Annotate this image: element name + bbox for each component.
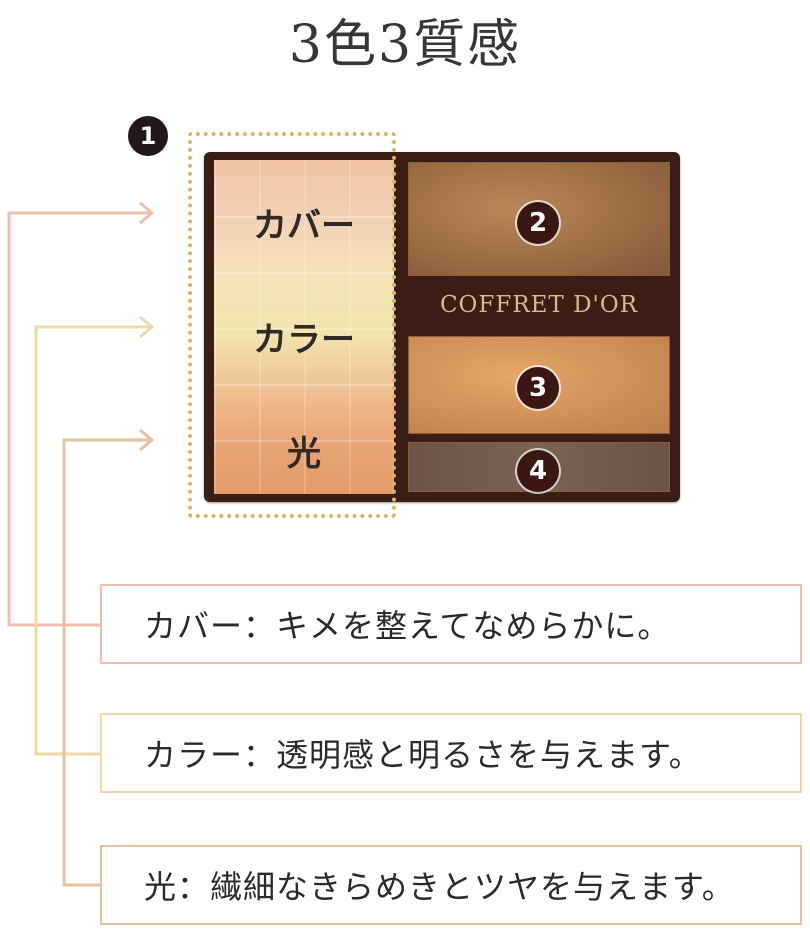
badge-4: 4 [517,450,559,492]
badge-1: 1 [128,116,168,156]
badge-3: 3 [517,367,559,409]
page-title: 3色3質感 [288,15,522,75]
cover-connector [7,211,150,627]
highlight-pan: カバー カラー 光 [214,160,394,494]
tile-divider [214,272,394,274]
badge-2: 2 [517,202,559,244]
arrow-right-icon [139,315,155,339]
tile-divider [214,328,394,330]
tile-divider [214,384,394,386]
pan-label-color: カラー [253,320,355,360]
light-connector [62,438,150,887]
tile-divider [214,216,394,218]
description-cover: カバー：キメを整えてなめらかに。 [100,584,802,664]
eyeshadow-palette: カバー カラー 光 COFFRET D'OR 2 3 4 [204,152,680,502]
pan-label-light: 光 [287,434,321,474]
arrow-right-icon [139,428,155,452]
tile-divider [214,440,394,442]
brand-logo: COFFRET D'OR [439,292,639,318]
arrow-right-icon [139,201,155,225]
highlight-dotted-frame [188,132,396,518]
pan-label-cover: カバー [253,206,355,246]
description-color: カラー：透明感と明るさを与えます。 [100,713,802,793]
color-connector [34,325,150,756]
description-light: 光：繊細なきらめきとツヤを与えます。 [100,845,802,925]
